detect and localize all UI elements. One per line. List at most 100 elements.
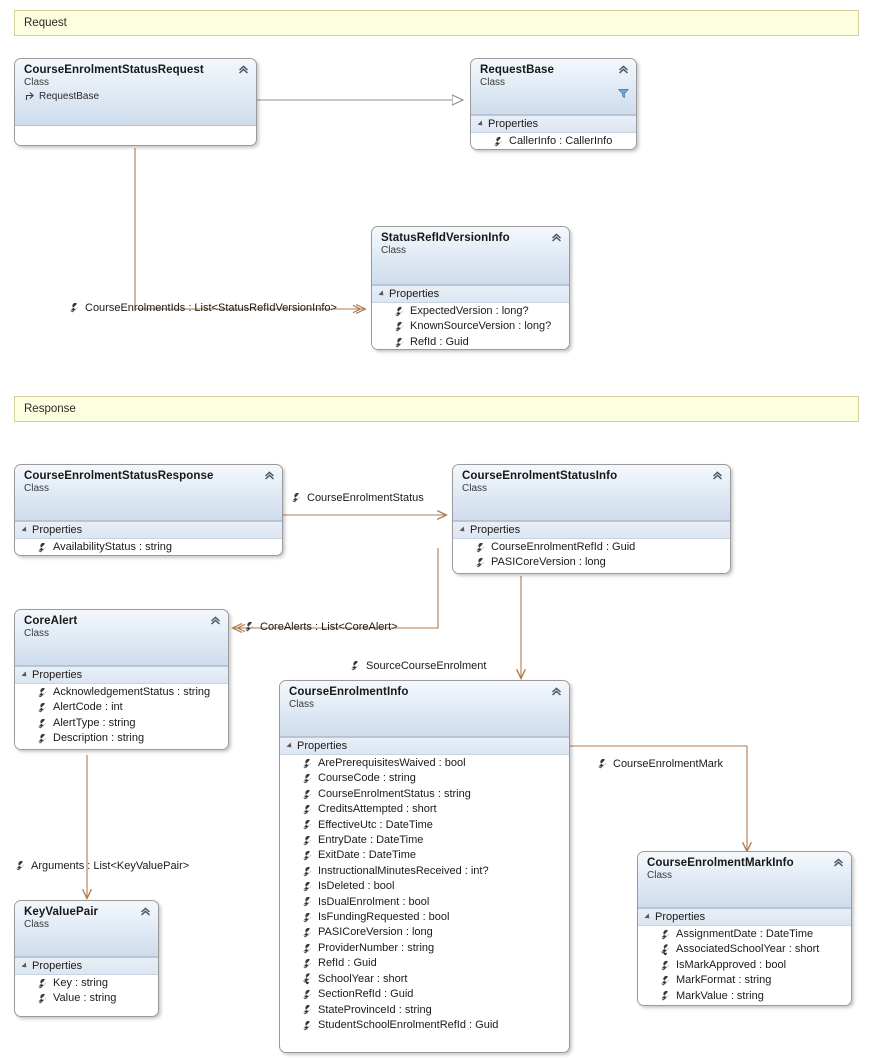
- property-item[interactable]: StudentSchoolEnrolmentRefId : Guid: [280, 1018, 569, 1033]
- property-label: PASICoreVersion : long: [318, 926, 433, 939]
- property-label: InstructionalMinutesReceived : int?: [318, 864, 489, 877]
- expander-triangle-icon[interactable]: [21, 671, 29, 679]
- property-item[interactable]: CreditsAttempted : short: [280, 802, 569, 817]
- property-label: AcknowledgementStatus : string: [53, 686, 211, 698]
- property-item[interactable]: EntryDate : DateTime: [280, 833, 569, 848]
- property-item[interactable]: AvailabilityStatus : string: [15, 540, 282, 555]
- property-item[interactable]: SectionRefId : Guid: [280, 987, 569, 1002]
- property-item[interactable]: IsDualEnrolment : bool: [280, 895, 569, 910]
- property-item[interactable]: StateProvinceId : string: [280, 1003, 569, 1018]
- chevron-up-icon[interactable]: [210, 615, 221, 626]
- chevron-up-icon[interactable]: [238, 64, 249, 75]
- class-header: CoreAlert Class: [15, 610, 228, 666]
- class-course-enrolment-info[interactable]: CourseEnrolmentInfo Class Properties Are…: [279, 680, 570, 1053]
- property-label: ExitDate : DateTime: [318, 849, 417, 862]
- class-stereotype: Class: [24, 483, 50, 494]
- property-wrench-icon: [301, 943, 313, 955]
- expander-triangle-icon[interactable]: [644, 913, 652, 921]
- class-request-base[interactable]: RequestBase Class Properties CallerInfo …: [470, 58, 637, 150]
- filter-icon[interactable]: [617, 88, 630, 99]
- compartment-properties-title[interactable]: Properties: [280, 737, 569, 755]
- wire-core-alerts: [232, 548, 439, 628]
- chevron-up-icon[interactable]: [140, 906, 151, 917]
- compartment-properties-title[interactable]: Properties: [638, 908, 851, 926]
- expander-triangle-icon[interactable]: [378, 290, 386, 298]
- class-stereotype: Class: [480, 77, 506, 88]
- property-item[interactable]: MarkFormat : string: [638, 973, 851, 988]
- compartment-properties-title[interactable]: Properties: [453, 521, 730, 539]
- expander-triangle-icon[interactable]: [21, 962, 29, 970]
- class-header: CourseEnrolmentInfo Class: [280, 681, 569, 737]
- property-item[interactable]: CallerInfo : CallerInfo: [471, 134, 636, 149]
- property-item[interactable]: CourseCode : string: [280, 771, 569, 786]
- property-item[interactable]: InstructionalMinutesReceived : int?: [280, 864, 569, 879]
- class-core-alert[interactable]: CoreAlert Class Properties Acknowledgeme…: [14, 609, 229, 750]
- property-wrench-icon: [474, 542, 486, 554]
- class-course-enrolment-status-response[interactable]: CourseEnrolmentStatusResponse Class Prop…: [14, 464, 283, 556]
- property-item[interactable]: KnownSourceVersion : long?: [372, 319, 569, 334]
- class-course-enrolment-mark-info[interactable]: CourseEnrolmentMarkInfo Class Properties…: [637, 851, 852, 1006]
- property-label: CourseEnrolmentStatus : string: [318, 787, 471, 800]
- property-item[interactable]: AlertCode : int: [15, 700, 228, 715]
- property-item[interactable]: PASICoreVersion : long: [280, 925, 569, 940]
- property-item[interactable]: ProviderNumber : string: [280, 941, 569, 956]
- property-item[interactable]: ExitDate : DateTime: [280, 848, 569, 863]
- class-course-enrolment-status-request[interactable]: CourseEnrolmentStatusRequest Class Reque…: [14, 58, 257, 146]
- property-item[interactable]: Key : string: [15, 976, 158, 991]
- property-item[interactable]: AssociatedSchoolYear : short: [638, 942, 851, 957]
- expander-triangle-icon[interactable]: [459, 526, 467, 534]
- compartment-label: Properties: [32, 669, 83, 681]
- property-item[interactable]: EffectiveUtc : DateTime: [280, 818, 569, 833]
- chevron-up-icon[interactable]: [833, 857, 844, 868]
- property-key-wrench-icon: [301, 973, 313, 985]
- class-status-refid-version-info[interactable]: StatusRefIdVersionInfo Class Properties …: [371, 226, 570, 350]
- property-item[interactable]: IsMarkApproved : bool: [638, 958, 851, 973]
- property-item[interactable]: ExpectedVersion : long?: [372, 304, 569, 319]
- expander-triangle-icon[interactable]: [21, 526, 29, 534]
- property-wrench-icon: [301, 896, 313, 908]
- chevron-up-icon[interactable]: [712, 470, 723, 481]
- class-stereotype: Class: [24, 919, 50, 930]
- chevron-up-icon[interactable]: [618, 64, 629, 75]
- expander-triangle-icon[interactable]: [286, 742, 294, 750]
- property-item[interactable]: MarkValue : string: [638, 989, 851, 1004]
- property-item[interactable]: CourseEnrolmentRefId : Guid: [453, 540, 730, 555]
- chevron-up-icon[interactable]: [264, 470, 275, 481]
- property-item[interactable]: Description : string: [15, 731, 228, 746]
- compartment-label: Properties: [655, 911, 706, 923]
- property-key-wrench-icon: [659, 944, 671, 956]
- class-course-enrolment-status-info[interactable]: CourseEnrolmentStatusInfo Class Properti…: [452, 464, 731, 574]
- class-name: StatusRefIdVersionInfo: [381, 232, 510, 244]
- property-wrench-icon: [36, 542, 48, 554]
- compartment-properties-title[interactable]: Properties: [372, 285, 569, 303]
- chevron-up-icon[interactable]: [551, 232, 562, 243]
- property-item[interactable]: AssignmentDate : DateTime: [638, 927, 851, 942]
- chevron-up-icon[interactable]: [551, 686, 562, 697]
- property-item[interactable]: CourseEnrolmentStatus : string: [280, 787, 569, 802]
- property-item[interactable]: Value : string: [15, 991, 158, 1006]
- property-item[interactable]: IsDeleted : bool: [280, 879, 569, 894]
- property-item[interactable]: AlertType : string: [15, 716, 228, 731]
- class-key-value-pair[interactable]: KeyValuePair Class Properties Key : stri…: [14, 900, 159, 1017]
- compartment-properties-title[interactable]: Properties: [15, 957, 158, 975]
- property-wrench-icon: [36, 687, 48, 699]
- property-label: AssociatedSchoolYear : short: [676, 943, 820, 956]
- property-item[interactable]: ArePrerequisitesWaived : bool: [280, 756, 569, 771]
- property-item[interactable]: IsFundingRequested : bool: [280, 910, 569, 925]
- property-item[interactable]: SchoolYear : short: [280, 972, 569, 987]
- class-name: CourseEnrolmentStatusInfo: [462, 470, 618, 482]
- expander-triangle-icon[interactable]: [477, 120, 485, 128]
- compartment-properties-title[interactable]: Properties: [471, 115, 636, 133]
- property-wrench-icon: [596, 758, 608, 770]
- property-item[interactable]: RefId : Guid: [280, 956, 569, 971]
- property-item[interactable]: PASICoreVersion : long: [453, 555, 730, 570]
- compartment-properties-title[interactable]: Properties: [15, 666, 228, 684]
- compartment-properties-title[interactable]: Properties: [15, 521, 282, 539]
- property-item[interactable]: RefId : Guid: [372, 335, 569, 349]
- class-stereotype: Class: [381, 245, 407, 256]
- property-label: KnownSourceVersion : long?: [410, 320, 552, 333]
- property-wrench-icon: [301, 758, 313, 770]
- class-name: CourseEnrolmentStatusResponse: [24, 470, 214, 482]
- property-item[interactable]: AcknowledgementStatus : string: [15, 685, 228, 700]
- property-label: SectionRefId : Guid: [318, 988, 414, 1001]
